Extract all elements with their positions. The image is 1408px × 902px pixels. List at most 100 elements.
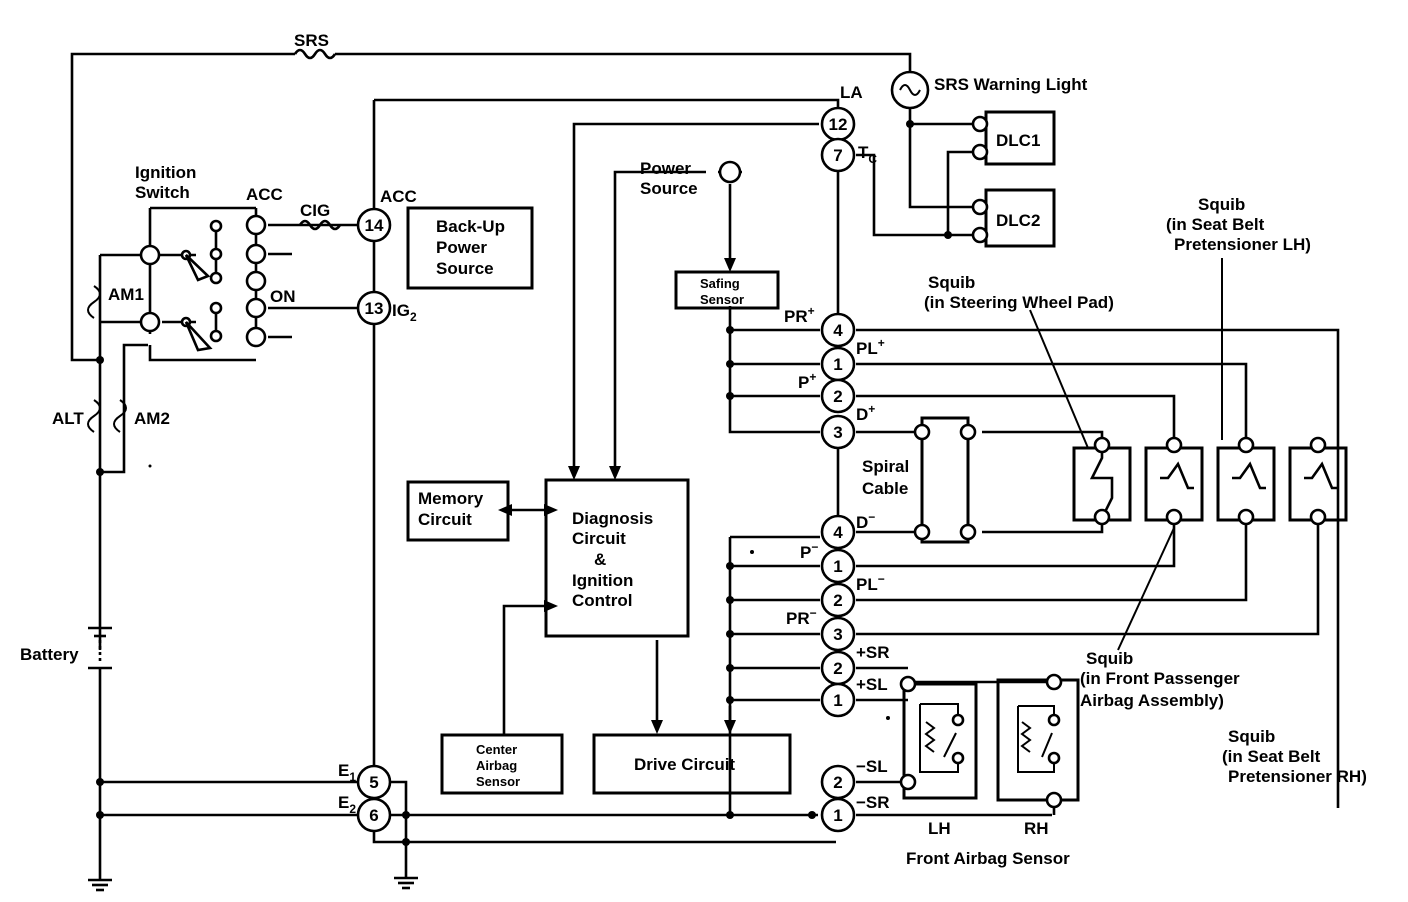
fusible-links — [87, 285, 127, 433]
plus-sl-label: +SL — [856, 675, 888, 694]
warning-light-label: SRS Warning Light — [934, 75, 1088, 94]
svg-text:12: 12 — [829, 115, 848, 134]
svg-text:1: 1 — [833, 557, 842, 576]
svg-text:Pretensioner RH): Pretensioner RH) — [1228, 767, 1367, 786]
squib-lh-label: Squib — [1198, 195, 1245, 214]
pin-4-d-minus: 4 — [820, 514, 856, 550]
dlc1-label: DLC1 — [996, 131, 1040, 150]
pin-2-pl-minus: 2 — [820, 582, 856, 618]
pin-2-plus-sr: 2 — [820, 650, 856, 686]
svg-text:&: & — [594, 550, 606, 569]
svg-text:Source: Source — [436, 259, 494, 278]
leader-lines — [1029, 258, 1339, 722]
acc-ecu-label: ACC — [380, 187, 417, 206]
svg-text:Circuit: Circuit — [572, 529, 626, 548]
pin-13: 13 — [356, 290, 392, 326]
pin-5: 5 — [356, 764, 392, 800]
backup-power-box — [406, 206, 534, 290]
pin-6: 6 — [356, 797, 392, 833]
e2-label: E2 — [338, 793, 356, 816]
svg-text:(in Seat Belt: (in Seat Belt — [1222, 747, 1321, 766]
minus-sr-label: −SR — [856, 793, 890, 812]
diagnosis-label: Diagnosis — [572, 509, 653, 528]
rh-label: RH — [1024, 819, 1049, 838]
on-label: ON — [270, 287, 296, 306]
pin-1-plus-sl: 1 — [820, 682, 856, 718]
spiral-cable — [913, 416, 977, 544]
svg-text:Airbag Assembly): Airbag Assembly) — [1080, 691, 1224, 710]
svg-text:3: 3 — [833, 423, 842, 442]
drive-circuit-label: Drive Circuit — [634, 755, 735, 774]
svg-text:2: 2 — [833, 773, 842, 792]
squib-symbols — [1072, 436, 1348, 526]
pl-plus-label: PL+ — [856, 336, 885, 358]
svg-text:Cable: Cable — [862, 479, 908, 498]
svg-text:(in Front Passenger: (in Front Passenger — [1080, 669, 1240, 688]
pin-3-d-plus: 3 — [820, 414, 856, 450]
safing-sensor-label: Safing — [700, 276, 740, 291]
front-airbag-sensors — [899, 673, 1080, 809]
svg-text:2: 2 — [833, 591, 842, 610]
svg-text:Circuit: Circuit — [418, 510, 472, 529]
warning-light-icon — [890, 70, 930, 110]
d-plus-label: D+ — [856, 402, 875, 424]
svg-text:(in Steering Wheel Pad): (in Steering Wheel Pad) — [924, 293, 1114, 312]
wiring — [70, 48, 1340, 880]
p-minus-label: P− — [800, 540, 818, 562]
pr-plus-label: PR+ — [784, 304, 815, 326]
svg-text:5: 5 — [369, 773, 378, 792]
svg-text:Control: Control — [572, 591, 632, 610]
junction-dots — [96, 120, 952, 846]
block-labels: Back-Up Power Source Memory Circuit Diag… — [418, 217, 744, 789]
svg-text:Sensor: Sensor — [476, 774, 520, 789]
svg-text:1: 1 — [833, 355, 842, 374]
svg-text:4: 4 — [833, 523, 843, 542]
svg-text:Ignition: Ignition — [572, 571, 633, 590]
svg-text:4: 4 — [833, 321, 843, 340]
am2-label: AM2 — [134, 409, 170, 428]
front-airbag-sensor-label: Front Airbag Sensor — [906, 849, 1070, 868]
svg-text:13: 13 — [365, 299, 384, 318]
ground-symbols — [88, 876, 418, 892]
dlc-connectors — [971, 110, 1056, 248]
pin-1-minus-sr: 1 — [820, 797, 856, 833]
tc-label: TC — [858, 143, 877, 166]
d-minus-label: D− — [856, 510, 875, 532]
battery-label: Battery — [20, 645, 79, 664]
alt-label: ALT — [52, 409, 84, 428]
svg-text:Power: Power — [436, 238, 487, 257]
safing-sensor-box — [674, 270, 780, 310]
svg-text:7: 7 — [833, 146, 842, 165]
pin-12: 12 — [820, 106, 856, 142]
pl-minus-label: PL− — [856, 572, 885, 594]
center-airbag-box — [440, 733, 564, 795]
battery-symbol — [88, 626, 112, 670]
plus-sr-label: +SR — [856, 643, 890, 662]
svg-text:1: 1 — [833, 806, 842, 825]
pin-4-pr-plus: 4 — [820, 312, 856, 348]
blocks — [406, 206, 792, 795]
labels: SRS SRS Warning Light LA DLC1 DLC2 Ignit… — [20, 31, 1367, 868]
minus-sl-label: −SL — [856, 757, 888, 776]
backup-power-label: Back-Up — [436, 217, 505, 236]
svg-text:Pretensioner LH): Pretensioner LH) — [1174, 235, 1311, 254]
squib-rh-label: Squib — [1228, 727, 1275, 746]
svg-text:3: 3 — [833, 625, 842, 644]
center-airbag-sensor-label: Center — [476, 742, 517, 757]
svg-text:Airbag: Airbag — [476, 758, 517, 773]
ig2-label: IG2 — [392, 301, 417, 324]
ignition-switch-contacts — [139, 214, 267, 352]
pin-1-pl-plus: 1 — [820, 346, 856, 382]
power-source-label: Power — [640, 159, 691, 178]
power-source-terminal — [718, 160, 742, 184]
svg-text:Sensor: Sensor — [700, 292, 744, 307]
svg-text:2: 2 — [833, 387, 842, 406]
ignition-switch-label: Ignition — [135, 163, 196, 182]
drive-circuit-box — [592, 733, 792, 795]
spiral-cable-label: Spiral — [862, 457, 909, 476]
squib-passenger-label: Squib — [1086, 649, 1133, 668]
pr-minus-label: PR− — [786, 606, 817, 628]
diagnosis-box — [544, 478, 690, 638]
arrowheads — [498, 258, 736, 734]
